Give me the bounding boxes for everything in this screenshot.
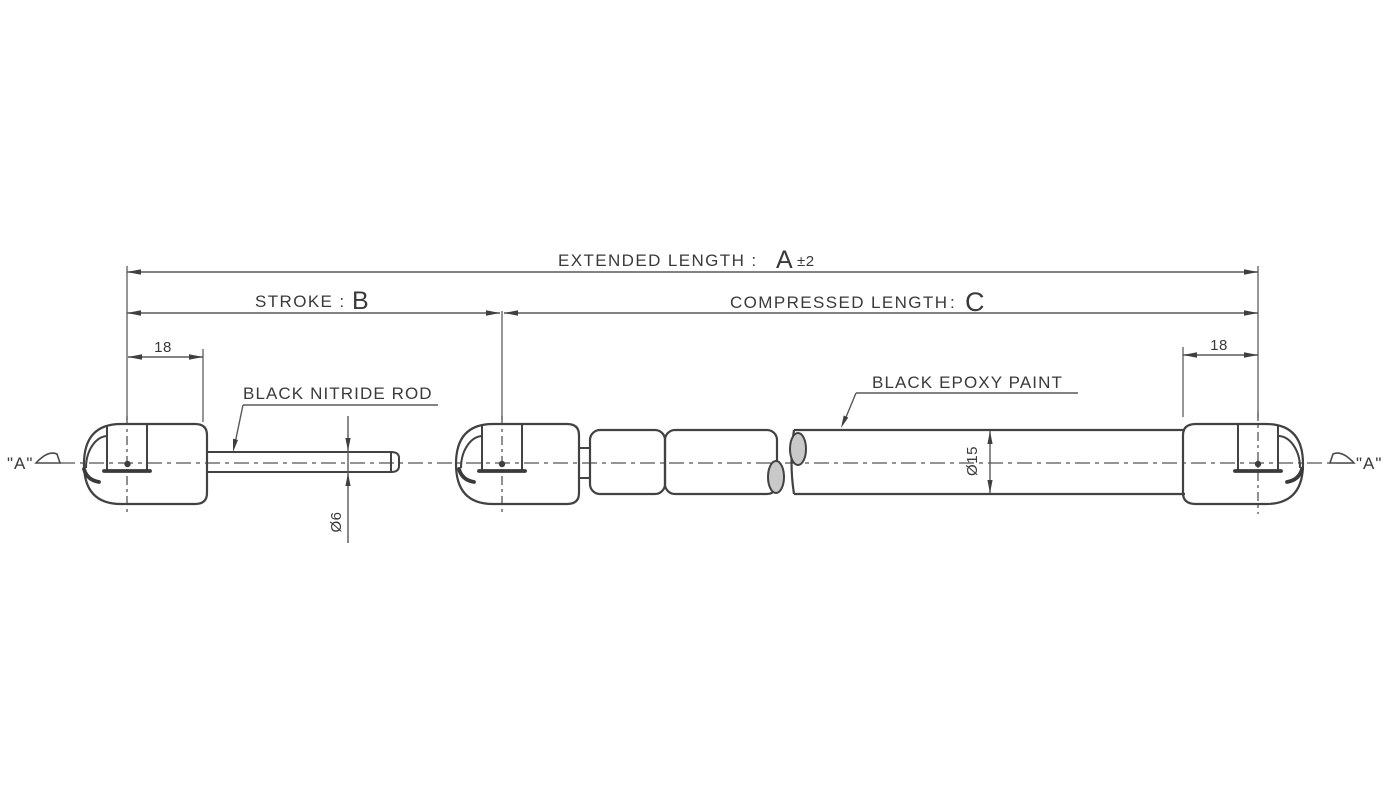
section-marker-right: "A" <box>1328 452 1382 473</box>
extension-lines <box>126 266 1259 422</box>
dimension-compressed-length: COMPRESSED LENGTH : C <box>504 287 1258 317</box>
arrowhead <box>127 310 141 316</box>
fitting-body <box>82 422 209 506</box>
arrowhead <box>127 269 141 275</box>
dimension-offset-right: 18 <box>1183 337 1258 358</box>
arrowhead <box>1244 269 1258 275</box>
rod-body <box>207 451 400 473</box>
tube-diameter-value: Ø15 <box>964 446 981 476</box>
cylinder-tube <box>789 428 1185 496</box>
extended-length-value: A <box>776 246 793 274</box>
weld-bead <box>82 467 101 484</box>
eyelet-arc <box>1277 435 1301 469</box>
rod-note-text: BLACK NITRIDE ROD <box>243 384 433 403</box>
section-marker-right-text: "A" <box>1356 454 1382 473</box>
break-ellipse-lower <box>767 460 785 494</box>
arrowhead <box>1244 310 1258 316</box>
fitting-socket <box>106 425 148 470</box>
hole-center-dot <box>124 460 131 468</box>
neck <box>579 447 590 479</box>
dimension-rod-diameter: Ø6 <box>328 416 351 543</box>
break-ellipse-upper <box>789 432 807 466</box>
fitting-body <box>1181 422 1305 506</box>
rod-diameter-value: Ø6 <box>328 511 345 532</box>
tube-front-section <box>663 428 779 496</box>
section-flag-icon <box>1328 452 1356 464</box>
right-eyelet-fitting <box>1181 422 1305 506</box>
compressed-position-fitting <box>454 422 581 506</box>
arrowhead <box>189 354 203 360</box>
cylinder-front <box>579 428 779 496</box>
hole-center-dot <box>1254 460 1262 468</box>
section-flag-icon <box>34 452 62 464</box>
stroke-value: B <box>352 287 369 315</box>
arrowhead <box>504 310 518 316</box>
arrowhead <box>987 480 993 493</box>
dimension-tube-diameter: Ø15 <box>964 431 993 493</box>
hole-center-dot <box>498 460 506 468</box>
section-marker-left: "A" <box>7 452 62 473</box>
arrowhead <box>987 431 993 444</box>
compressed-length-separator: : <box>950 293 956 312</box>
annotation-tube-note: BLACK EPOXY PAINT <box>841 373 1078 428</box>
arrowhead <box>1244 352 1258 358</box>
eyelet-arc <box>460 435 484 469</box>
piston-rod <box>207 451 400 473</box>
offset-left-value: 18 <box>154 339 172 356</box>
centerlines <box>60 412 1356 514</box>
tube-note-text: BLACK EPOXY PAINT <box>872 373 1063 392</box>
eyelet-arc <box>85 435 109 469</box>
dimension-stroke: STROKE : B <box>127 287 500 316</box>
arrowhead <box>1183 352 1197 358</box>
leader-arrowhead <box>233 438 238 452</box>
weld-bead <box>1285 467 1304 484</box>
annotation-rod-note: BLACK NITRIDE ROD <box>233 384 438 452</box>
section-marker-left-text: "A" <box>7 454 33 473</box>
compressed-length-label: COMPRESSED LENGTH <box>730 293 948 312</box>
dimension-extended-length: EXTENDED LENGTH : A ±2 <box>127 246 1258 275</box>
arrowhead <box>345 473 351 486</box>
extended-length-label: EXTENDED LENGTH : <box>558 251 758 270</box>
extended-length-tolerance: ±2 <box>797 253 815 270</box>
leader-arrowhead <box>841 415 849 428</box>
fitting-body <box>454 422 581 506</box>
stroke-label: STROKE : <box>255 292 346 311</box>
fitting-socket <box>1237 425 1279 470</box>
weld-bead <box>457 467 476 484</box>
dimension-offset-left: 18 <box>128 339 203 360</box>
fitting-socket <box>481 425 523 470</box>
arrowhead <box>345 438 351 451</box>
arrowhead <box>486 310 500 316</box>
arrowhead <box>128 354 142 360</box>
compressed-length-value: C <box>965 287 985 317</box>
break-symbol <box>767 460 785 494</box>
guide-section <box>588 428 667 496</box>
left-eyelet-fitting <box>82 422 209 506</box>
tube-body <box>790 428 1185 496</box>
offset-right-value: 18 <box>1210 337 1228 354</box>
